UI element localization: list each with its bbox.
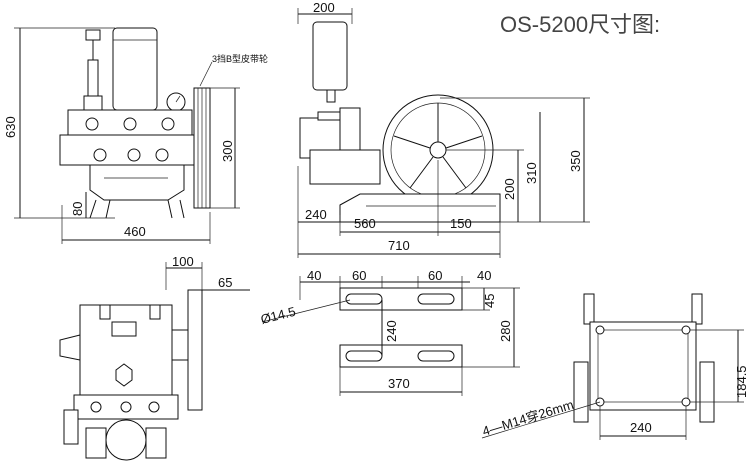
dim-240-offset: 240: [305, 207, 327, 222]
dim-40-right: 40: [477, 268, 491, 283]
dim-80: 80: [70, 202, 85, 216]
dim-184-5: 184.5: [734, 365, 749, 398]
dim-310: 310: [524, 162, 539, 184]
dim-45: 45: [482, 294, 497, 308]
dim-240-frame: 240: [630, 420, 652, 435]
drawing-title: OS-5200尺寸图:: [500, 12, 660, 37]
dim-460: 460: [124, 224, 146, 239]
top-view: 100 65: [59, 254, 250, 461]
dim-710: 710: [388, 238, 410, 253]
side-view-right: 200 350 310 200 240: [297, 0, 590, 258]
dim-hole-dia: Ø14.5: [259, 304, 297, 327]
frame-view: 184.5 240 4—M14穿26mm: [480, 293, 749, 440]
dim-100: 100: [172, 254, 194, 269]
dim-65: 65: [218, 275, 232, 290]
dim-240-base: 240: [384, 320, 399, 342]
base-plan: 40 60 60 40 Ø14.5 240 45 280 370: [259, 268, 520, 396]
dim-200-top: 200: [313, 0, 335, 15]
dim-350: 350: [568, 150, 583, 172]
dim-370: 370: [388, 376, 410, 391]
side-view-left: 630 3挡B型皮带轮: [3, 27, 268, 244]
dim-280: 280: [498, 320, 513, 342]
dim-300: 300: [220, 140, 235, 162]
dim-200: 200: [502, 178, 517, 200]
dim-40-left: 40: [307, 268, 321, 283]
bolt-note: 4—M14穿26mm: [480, 397, 575, 439]
dim-60-right: 60: [428, 268, 442, 283]
dim-150: 150: [450, 216, 472, 231]
dim-560: 560: [354, 216, 376, 231]
dim-60-left: 60: [352, 268, 366, 283]
dim-630: 630: [3, 116, 18, 138]
belt-note: 3挡B型皮带轮: [212, 53, 268, 64]
